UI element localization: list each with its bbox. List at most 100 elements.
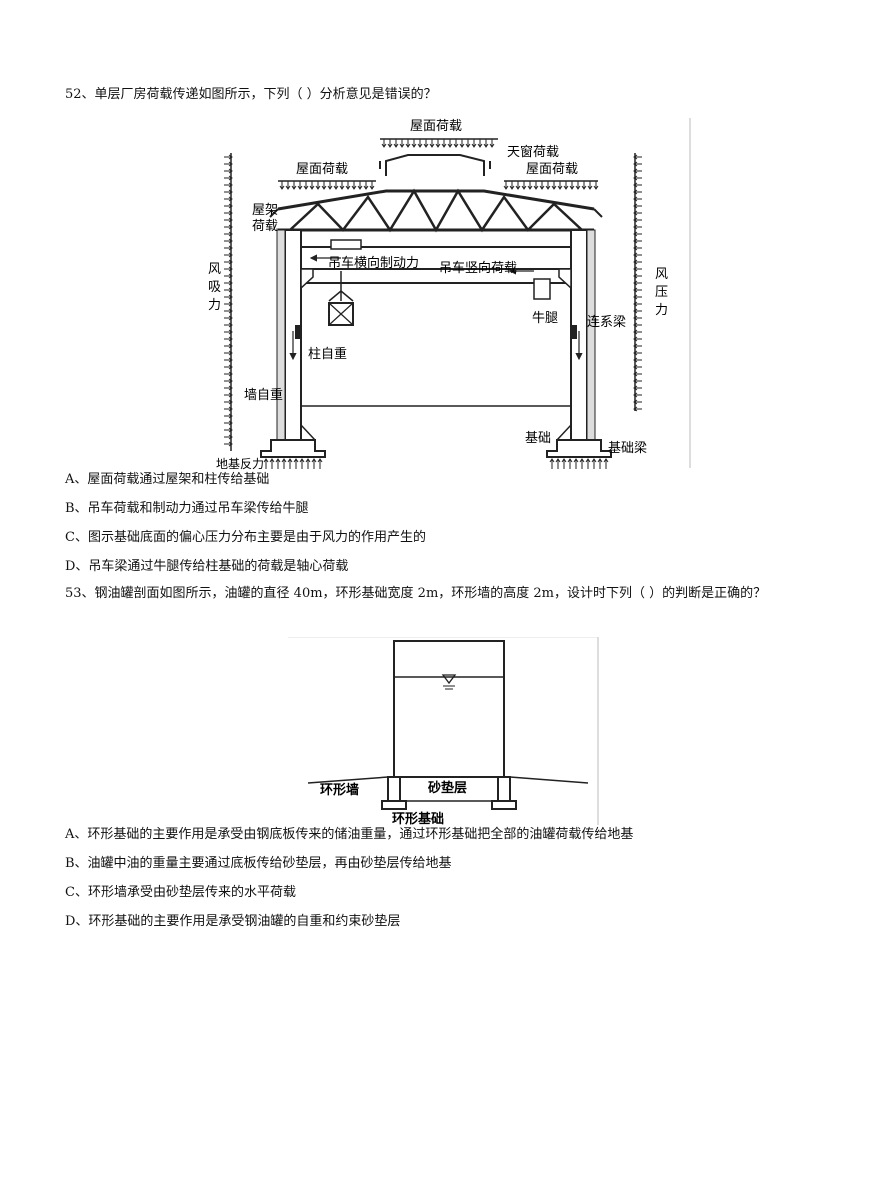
- load-arrow: [423, 139, 429, 148]
- wind-arrow: [633, 294, 642, 300]
- wind-arrow: [224, 196, 233, 202]
- wind-arrow: [224, 182, 233, 188]
- reaction-arrow: [293, 458, 299, 469]
- reaction-arrow: [299, 458, 305, 469]
- reaction-arrow: [269, 458, 275, 469]
- wind-arrow: [633, 196, 642, 202]
- label-ring-foundation: 环形基础: [392, 811, 444, 827]
- load-arrow: [357, 181, 363, 190]
- reaction-arrow: [549, 458, 555, 469]
- load-arrow: [399, 139, 405, 148]
- reaction-arrow: [591, 458, 597, 469]
- load-arrow: [303, 181, 309, 190]
- load-arrow: [351, 181, 357, 190]
- wind-arrow: [633, 315, 642, 321]
- label-sand-cushion: 砂垫层: [427, 780, 467, 796]
- wind-arrow: [633, 154, 642, 160]
- reaction-arrow: [597, 458, 603, 469]
- load-arrow: [521, 181, 527, 190]
- wind-arrow: [633, 322, 642, 328]
- load-arrow: [471, 139, 477, 148]
- reaction-arrow: [287, 458, 293, 469]
- load-arrow: [503, 181, 509, 190]
- label-corbel: 牛腿: [532, 311, 558, 326]
- wind-arrow: [633, 245, 642, 251]
- load-arrow: [405, 139, 411, 148]
- label-wind-suction-3: 力: [208, 298, 221, 313]
- wind-arrow: [224, 427, 233, 433]
- load-arrow: [393, 139, 399, 148]
- q52-option-b[interactable]: B、吊车荷载和制动力通过吊车梁传给牛腿: [65, 501, 309, 516]
- wind-arrow: [224, 413, 233, 419]
- wind-arrow: [224, 329, 233, 335]
- load-arrow: [515, 181, 521, 190]
- reaction-arrow: [263, 458, 269, 469]
- wind-arrow: [224, 406, 233, 412]
- label-skylight-load: 天窗荷载: [507, 144, 559, 160]
- load-arrow: [509, 181, 515, 190]
- wind-arrow: [224, 364, 233, 370]
- question-53-stem: 53、钢油罐剖面如图所示，油罐的直径 40m，环形基础宽度 2m，环形墙的高度 …: [65, 586, 767, 601]
- load-arrow: [345, 181, 351, 190]
- load-arrow: [411, 139, 417, 148]
- wind-arrow: [224, 308, 233, 314]
- reaction-arrow: [275, 458, 281, 469]
- wind-arrow: [224, 322, 233, 328]
- wind-arrow: [224, 231, 233, 237]
- label-roof-load-right: 屋面荷载: [526, 162, 578, 177]
- load-arrow: [333, 181, 339, 190]
- load-arrow: [563, 181, 569, 190]
- question-52-stem: 52、单层厂房荷载传递如图所示，下列（ ）分析意见是错误的？: [65, 87, 437, 102]
- wind-arrow: [633, 350, 642, 356]
- label-foundation: 基础: [525, 431, 551, 446]
- reaction-arrow: [585, 458, 591, 469]
- label-wind-pressure-2: 压: [655, 285, 668, 300]
- wind-arrow: [224, 399, 233, 405]
- oil-tank-section-diagram: 环形墙 砂垫层 环形基础: [288, 637, 599, 827]
- wind-arrow: [224, 350, 233, 356]
- wind-arrow: [224, 217, 233, 223]
- wind-arrow: [633, 399, 642, 405]
- wind-arrow: [224, 287, 233, 293]
- wind-arrow: [224, 168, 233, 174]
- wind-arrow: [633, 182, 642, 188]
- q52-option-c[interactable]: C、图示基础底面的偏心压力分布主要是由于风力的作用产生的: [65, 530, 426, 545]
- load-arrow: [581, 181, 587, 190]
- load-arrow: [285, 181, 291, 190]
- wind-arrow: [633, 371, 642, 377]
- label-roof-load-left: 屋面荷载: [296, 162, 348, 177]
- reaction-arrow: [579, 458, 585, 469]
- q53-option-c[interactable]: C、环形墙承受由砂垫层传来的水平荷载: [65, 885, 296, 900]
- load-arrow: [327, 181, 333, 190]
- wind-arrow: [224, 371, 233, 377]
- reaction-arrow: [311, 458, 317, 469]
- q53-option-a[interactable]: A、环形基础的主要作用是承受由钢底板传来的储油重量，通过环形基础把全部的油罐荷载…: [65, 827, 634, 842]
- reaction-arrow: [305, 458, 311, 469]
- wind-arrow: [224, 420, 233, 426]
- load-arrow: [477, 139, 483, 148]
- wind-arrow: [224, 294, 233, 300]
- label-wind-pressure-1: 风: [655, 267, 668, 282]
- q53-option-b[interactable]: B、油罐中油的重量主要通过底板传给砂垫层，再由砂垫层传给地基: [65, 856, 452, 871]
- load-arrow: [527, 181, 533, 190]
- load-arrow: [453, 139, 459, 148]
- q53-option-d[interactable]: D、环形基础的主要作用是承受钢油罐的自重和约束砂垫层: [65, 914, 401, 929]
- wind-arrow: [633, 231, 642, 237]
- wind-arrow: [224, 210, 233, 216]
- load-arrow: [297, 181, 303, 190]
- q52-option-a[interactable]: A、屋面荷载通过屋架和柱传给基础: [65, 472, 270, 487]
- label-ring-wall: 环形墙: [320, 782, 359, 798]
- wind-arrow: [633, 301, 642, 307]
- wind-arrow: [224, 301, 233, 307]
- wind-arrow: [633, 161, 642, 167]
- load-arrow: [551, 181, 557, 190]
- wind-arrow: [224, 154, 233, 160]
- wind-arrow: [224, 343, 233, 349]
- load-arrow: [315, 181, 321, 190]
- q52-option-d[interactable]: D、吊车梁通过牛腿传给柱基础的荷载是轴心荷载: [65, 559, 349, 574]
- wind-arrow: [633, 259, 642, 265]
- load-arrow: [489, 139, 495, 148]
- label-tie-beam: 连系梁: [587, 314, 626, 330]
- load-arrow: [569, 181, 575, 190]
- wind-arrow: [633, 175, 642, 181]
